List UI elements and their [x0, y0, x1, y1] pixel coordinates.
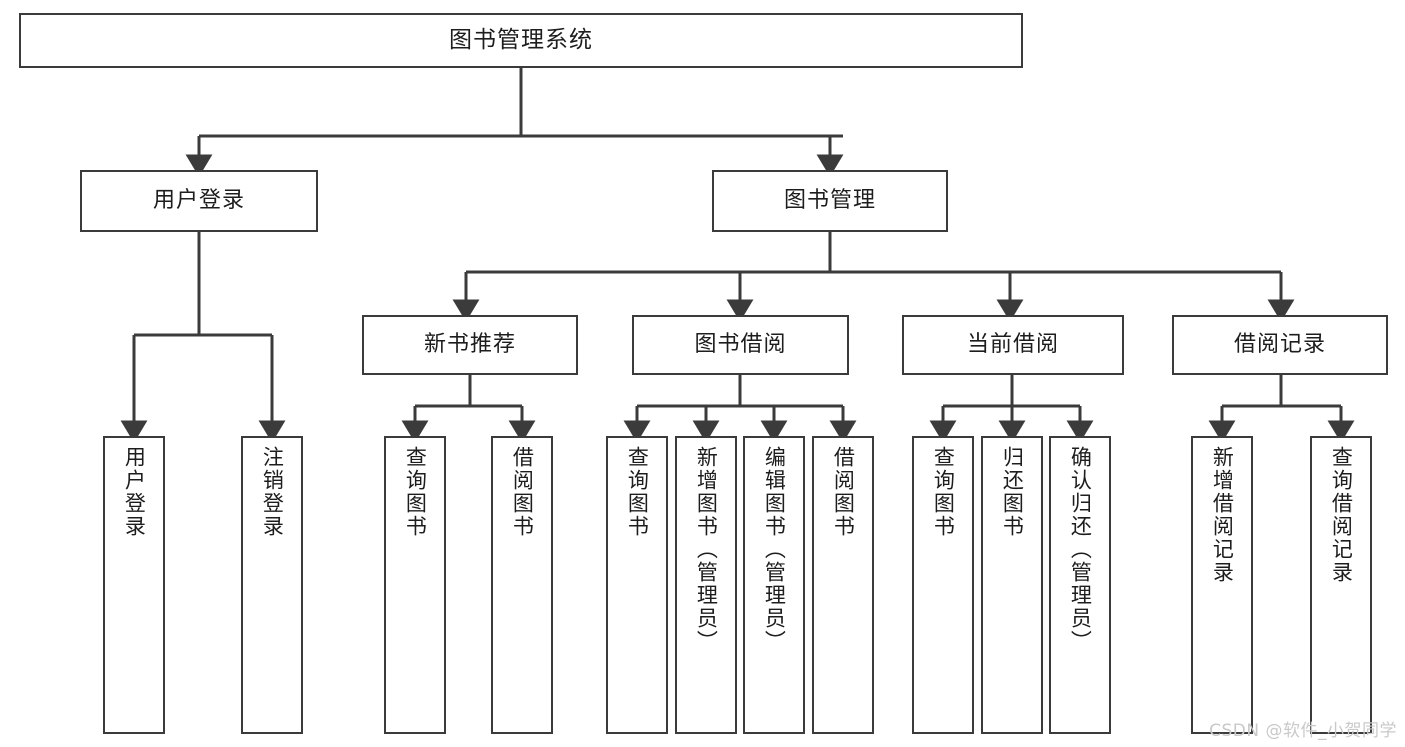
node-leaf-add-book-admin[interactable]: 新增图书（管理员） — [675, 436, 737, 734]
node-label: 用户登录 — [122, 446, 147, 538]
connector-bookmgmt-to-level3 — [452, 232, 1295, 322]
node-label: 图书借阅 — [694, 331, 787, 357]
node-user-login[interactable]: 用户登录 — [80, 170, 318, 232]
node-label: 图书管理系统 — [449, 26, 593, 53]
node-label: 用户登录 — [152, 187, 245, 213]
node-leaf-query-book-borrow[interactable]: 查询图书 — [606, 436, 668, 734]
node-label: 借阅记录 — [1233, 331, 1326, 357]
node-new-book-recommend[interactable]: 新书推荐 — [362, 315, 578, 375]
node-book-borrow[interactable]: 图书借阅 — [632, 315, 849, 375]
node-label: 查询图书 — [403, 446, 428, 538]
connector-bookborrow-to-leaves — [623, 375, 857, 443]
node-label: 确认归还（管理员） — [1068, 446, 1093, 653]
node-root-book-management-system[interactable]: 图书管理系统 — [19, 13, 1023, 68]
node-label: 借阅图书 — [831, 446, 856, 538]
node-label: 查询借阅记录 — [1329, 446, 1354, 584]
node-label: 编辑图书（管理员） — [762, 446, 787, 653]
node-leaf-user-login[interactable]: 用户登录 — [103, 436, 165, 734]
node-leaf-borrow-book[interactable]: 借阅图书 — [812, 436, 874, 734]
connector-login-to-leaves — [120, 232, 286, 443]
node-label: 新增借阅记录 — [1210, 446, 1235, 584]
node-label: 借阅图书 — [510, 446, 535, 538]
node-label: 归还图书 — [1000, 446, 1025, 538]
node-label: 图书管理 — [783, 187, 876, 213]
connector-borrowrecord-to-leaves — [1208, 375, 1355, 443]
node-current-borrow[interactable]: 当前借阅 — [902, 315, 1124, 375]
node-label: 注销登录 — [260, 446, 285, 538]
node-leaf-confirm-return-admin[interactable]: 确认归还（管理员） — [1049, 436, 1111, 734]
node-label: 新增图书（管理员） — [694, 446, 719, 653]
connector-root-to-level2 — [185, 68, 844, 177]
node-leaf-add-borrow-record[interactable]: 新增借阅记录 — [1191, 436, 1253, 734]
node-leaf-query-borrow-record[interactable]: 查询借阅记录 — [1310, 436, 1372, 734]
node-borrow-record[interactable]: 借阅记录 — [1172, 315, 1388, 375]
node-leaf-return-book[interactable]: 归还图书 — [981, 436, 1043, 734]
node-label: 查询图书 — [625, 446, 650, 538]
node-book-management[interactable]: 图书管理 — [712, 170, 948, 232]
csdn-watermark: CSDN @软件_小贺同学 — [1209, 721, 1397, 741]
node-leaf-logout[interactable]: 注销登录 — [241, 436, 303, 734]
connector-newbook-to-leaves — [401, 375, 536, 443]
node-label: 新书推荐 — [423, 331, 516, 357]
node-leaf-edit-book-admin[interactable]: 编辑图书（管理员） — [743, 436, 805, 734]
node-leaf-borrow-book-recommend[interactable]: 借阅图书 — [491, 436, 553, 734]
node-label: 查询图书 — [931, 446, 956, 538]
node-label: 当前借阅 — [966, 331, 1059, 357]
connector-currentborrow-to-leaves — [929, 375, 1094, 443]
node-leaf-query-book-recommend[interactable]: 查询图书 — [384, 436, 446, 734]
node-leaf-query-book-current[interactable]: 查询图书 — [912, 436, 974, 734]
